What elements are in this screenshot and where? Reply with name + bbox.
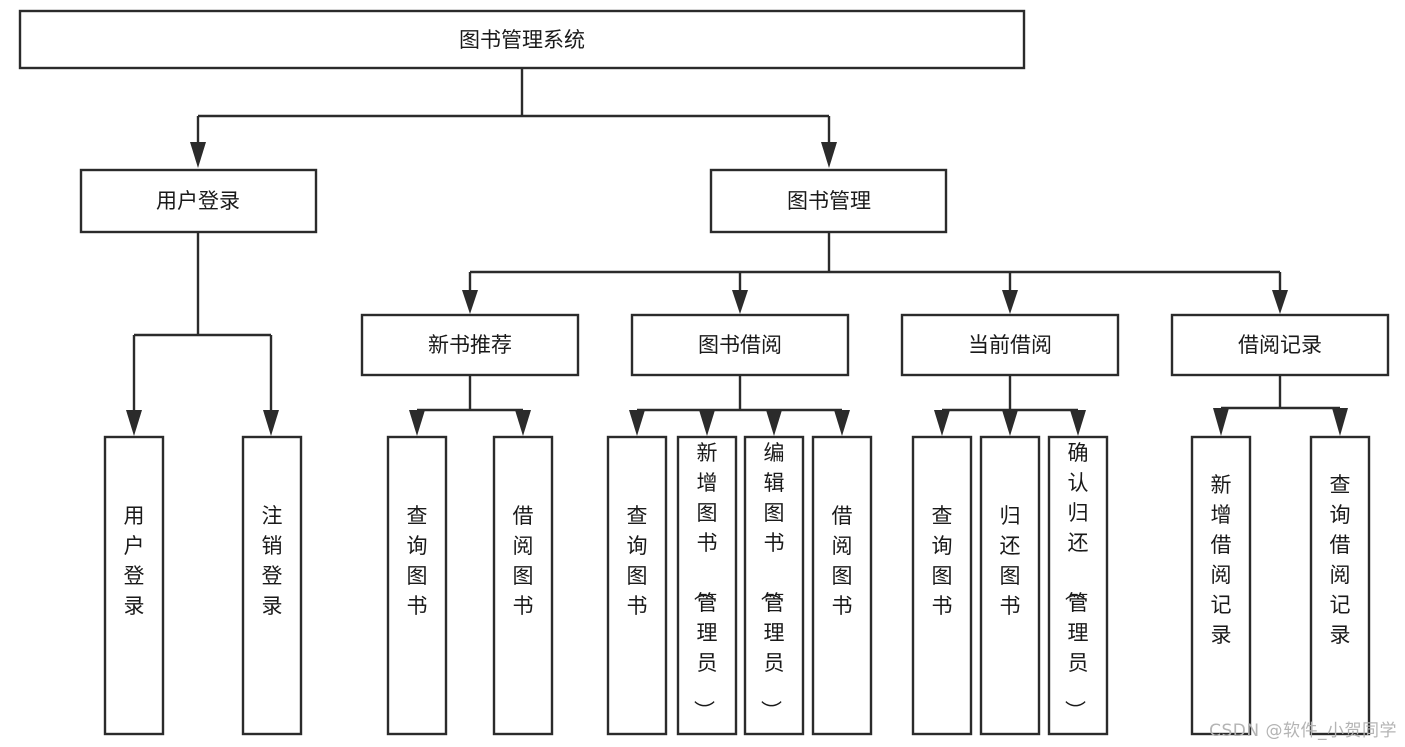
node-current-borrow-label: 当前借阅 bbox=[968, 333, 1052, 357]
node-root-box[interactable] bbox=[18, 9, 1026, 70]
arrowhead-user-login bbox=[190, 142, 206, 168]
arrowhead-book-mgmt bbox=[821, 142, 837, 168]
leaf-node-borrow-query-book[interactable]: 查询图书 bbox=[606, 435, 668, 736]
leaf-box-current-confirm-return[interactable] bbox=[1047, 435, 1109, 736]
node-current-borrow[interactable]: 当前借阅 bbox=[900, 313, 1120, 377]
node-borrow-records[interactable]: 借阅记录 bbox=[1170, 313, 1390, 377]
arrowhead-new-book bbox=[462, 290, 478, 314]
leaf-label-current-query-book: 查询图书 bbox=[932, 504, 953, 618]
leaf-label-borrow-query-book: 查询图书 bbox=[627, 504, 648, 618]
leaf-label-user-login-signout: 注销登录 bbox=[262, 504, 283, 618]
leaf-node-current-return-book[interactable]: 归还图书 bbox=[979, 435, 1041, 736]
arrowhead-current-borrow bbox=[1002, 290, 1018, 314]
leaf-node-current-query-book[interactable]: 查询图书 bbox=[911, 435, 973, 736]
node-borrow-records-label: 借阅记录 bbox=[1238, 333, 1322, 357]
leaf-node-borrow-borrow-book[interactable]: 借阅图书 bbox=[811, 435, 873, 736]
node-book-management-label: 图书管理 bbox=[787, 189, 871, 213]
leaf-node-borrow-edit-book[interactable]: 编辑图书（管理员） bbox=[743, 435, 805, 736]
leaf-node-recommend-query-book[interactable]: 查询图书 bbox=[386, 435, 448, 736]
arrowhead-current-borrow-leaf-1 bbox=[934, 410, 950, 436]
node-book-borrow-label: 图书借阅 bbox=[698, 333, 782, 357]
node-user-login-label: 用户登录 bbox=[156, 189, 240, 213]
leaf-label-recommend-query-book: 查询图书 bbox=[407, 504, 428, 618]
leaf-box-borrow-add-book[interactable] bbox=[676, 435, 738, 736]
leaf-box-user-login-signin[interactable] bbox=[103, 435, 165, 736]
leaf-box-records-add-record[interactable] bbox=[1190, 435, 1252, 736]
node-current-borrow-box[interactable] bbox=[900, 313, 1120, 377]
node-new-book-recommend-box[interactable] bbox=[360, 313, 580, 377]
arrowhead-book-borrow bbox=[732, 290, 748, 314]
node-book-borrow-box[interactable] bbox=[630, 313, 850, 377]
arrowhead-borrow-records bbox=[1272, 290, 1288, 314]
leaf-label-records-query-record: 查询借阅记录 bbox=[1330, 473, 1351, 647]
leaf-label-borrow-add-book: 新增图书（管理员） bbox=[692, 441, 718, 721]
leaf-box-borrow-query-book[interactable] bbox=[606, 435, 668, 736]
node-user-login[interactable]: 用户登录 bbox=[79, 168, 318, 234]
leaf-box-current-return-book[interactable] bbox=[979, 435, 1041, 736]
leaf-label-current-confirm-return: 确认归还（管理员） bbox=[1063, 441, 1089, 721]
node-borrow-records-box[interactable] bbox=[1170, 313, 1390, 377]
leaf-node-records-query-record[interactable]: 查询借阅记录 bbox=[1309, 435, 1371, 736]
node-book-borrow[interactable]: 图书借阅 bbox=[630, 313, 850, 377]
leaf-label-borrow-borrow-book: 借阅图书 bbox=[832, 504, 853, 618]
leaf-node-user-login-signout[interactable]: 注销登录 bbox=[241, 435, 303, 736]
node-new-book-recommend[interactable]: 新书推荐 bbox=[360, 313, 580, 377]
leaf-node-recommend-borrow-book[interactable]: 借阅图书 bbox=[492, 435, 554, 736]
leaf-node-records-add-record[interactable]: 新增借阅记录 bbox=[1190, 435, 1252, 736]
leaf-node-user-login-signin[interactable]: 用户登录 bbox=[103, 435, 165, 736]
arrowhead-book-borrow-leaf-1 bbox=[629, 410, 645, 436]
node-new-book-recommend-label: 新书推荐 bbox=[428, 333, 512, 357]
leaf-label-user-login-signin: 用户登录 bbox=[124, 504, 145, 618]
arrowhead-user-login-leaf-2 bbox=[263, 410, 279, 436]
leaf-box-user-login-signout[interactable] bbox=[241, 435, 303, 736]
leaf-node-current-confirm-return[interactable]: 确认归还（管理员） bbox=[1047, 435, 1109, 736]
arrowhead-borrow-records-leaf-2 bbox=[1332, 408, 1348, 436]
csdn-watermark: CSDN @软件_小贺同学 bbox=[1209, 721, 1397, 741]
leaf-label-borrow-edit-book: 编辑图书（管理员） bbox=[759, 441, 785, 721]
arrowhead-current-borrow-leaf-3 bbox=[1070, 410, 1086, 436]
leaf-box-recommend-query-book[interactable] bbox=[386, 435, 448, 736]
leaf-box-borrow-edit-book[interactable] bbox=[743, 435, 805, 736]
leaf-label-recommend-borrow-book: 借阅图书 bbox=[513, 504, 534, 618]
arrowhead-new-book-leaf-1 bbox=[409, 410, 425, 436]
leaf-box-current-query-book[interactable] bbox=[911, 435, 973, 736]
node-book-management[interactable]: 图书管理 bbox=[709, 168, 948, 234]
node-user-login-box[interactable] bbox=[79, 168, 318, 234]
node-book-management-box[interactable] bbox=[709, 168, 948, 234]
leaf-label-records-add-record: 新增借阅记录 bbox=[1211, 473, 1232, 647]
arrowhead-user-login-leaf-1 bbox=[126, 410, 142, 436]
node-root-label: 图书管理系统 bbox=[459, 28, 585, 52]
arrowhead-book-borrow-leaf-3 bbox=[766, 410, 782, 436]
leaf-box-recommend-borrow-book[interactable] bbox=[492, 435, 554, 736]
connector-layer bbox=[126, 68, 1348, 436]
leaf-label-current-return-book: 归还图书 bbox=[1000, 504, 1021, 618]
leaf-box-borrow-borrow-book[interactable] bbox=[811, 435, 873, 736]
arrowhead-borrow-records-leaf-1 bbox=[1213, 408, 1229, 436]
arrowhead-current-borrow-leaf-2 bbox=[1002, 410, 1018, 436]
arrowhead-book-borrow-leaf-2 bbox=[699, 410, 715, 436]
arrowhead-book-borrow-leaf-4 bbox=[834, 410, 850, 436]
leaf-box-records-query-record[interactable] bbox=[1309, 435, 1371, 736]
leaf-node-borrow-add-book[interactable]: 新增图书（管理员） bbox=[676, 435, 738, 736]
node-root-system[interactable]: 图书管理系统 bbox=[18, 9, 1026, 70]
arrowhead-new-book-leaf-2 bbox=[515, 410, 531, 436]
